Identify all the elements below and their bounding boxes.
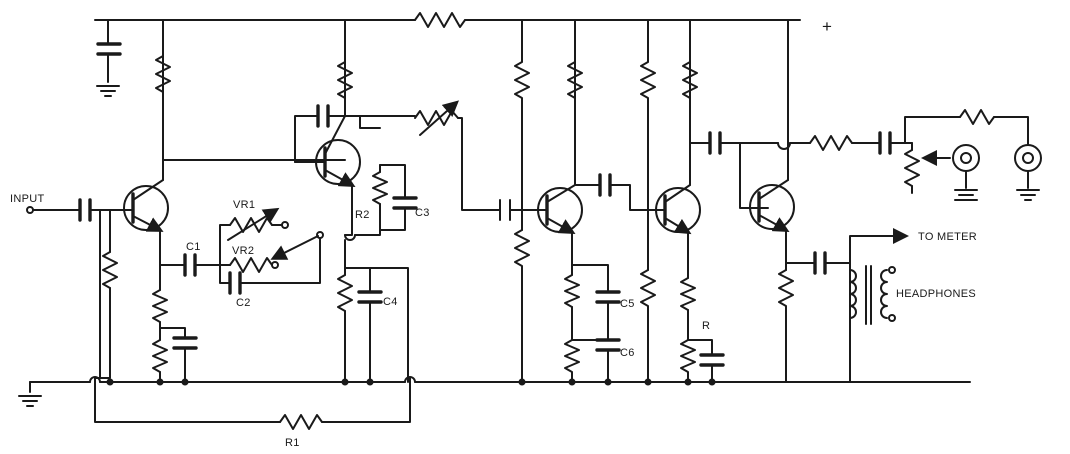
ground-icon: [18, 395, 42, 407]
decoupling-capacitor: [96, 19, 122, 97]
q3-emitter-chain: C5 C6: [564, 231, 635, 383]
headphones-label: HEADPHONES: [896, 288, 976, 300]
coax-jack-icon[interactable]: [952, 144, 980, 172]
c5-label: C5: [620, 298, 635, 310]
positive-supply-rail: +: [94, 12, 832, 36]
transformer-icon: [849, 265, 896, 325]
r1-resistor: [279, 414, 323, 430]
c2-label: C2: [236, 297, 251, 309]
c3-label: C3: [415, 207, 430, 219]
transistor-q2: [294, 19, 361, 187]
feedback-variable-resistor: [414, 110, 459, 126]
positive-sign: +: [822, 17, 832, 36]
r1-label: R1: [285, 437, 300, 449]
ground-rail: [18, 376, 971, 407]
q1-emitter-chain: [152, 229, 221, 383]
transistor-q5: [749, 19, 795, 232]
to-meter-label: TO METER: [918, 231, 977, 243]
r2-label: R2: [355, 209, 370, 221]
line-output-section: [739, 109, 1042, 201]
junction-dots: [106, 378, 716, 386]
c1-label: C1: [186, 241, 201, 253]
input-stage: INPUT: [10, 193, 126, 379]
supply-dropping-resistor: [414, 12, 466, 28]
gain-control-network: VR1 VR2 C2: [219, 199, 324, 309]
meter-headphones-output: TO METER HEADPHONES: [785, 228, 977, 383]
c4-label: C4: [383, 296, 398, 308]
q4-emitter-chain: R: [680, 231, 725, 383]
collector-resistor-q1: [155, 55, 171, 93]
ground-icon: [1016, 189, 1040, 201]
transistor-q1: [123, 19, 169, 232]
q2-emitter-chain: C4: [337, 239, 409, 383]
feedback-r1: R1: [94, 377, 411, 449]
r-label: R: [702, 320, 710, 332]
vr2-resistor: [229, 257, 273, 273]
c6-label: C6: [620, 347, 635, 359]
input-label: INPUT: [10, 193, 45, 205]
ground-icon: [96, 85, 120, 97]
vr1-label: VR1: [233, 199, 255, 211]
r2-c3-network: R2 C3: [344, 164, 430, 241]
coax-jack-icon[interactable]: [1014, 144, 1042, 172]
ground-icon: [954, 189, 978, 201]
transistor-q3: [499, 19, 583, 234]
collector-resistor-q2: [337, 61, 353, 99]
vr2-label: VR2: [232, 245, 254, 257]
transistor-q4: [655, 19, 701, 235]
